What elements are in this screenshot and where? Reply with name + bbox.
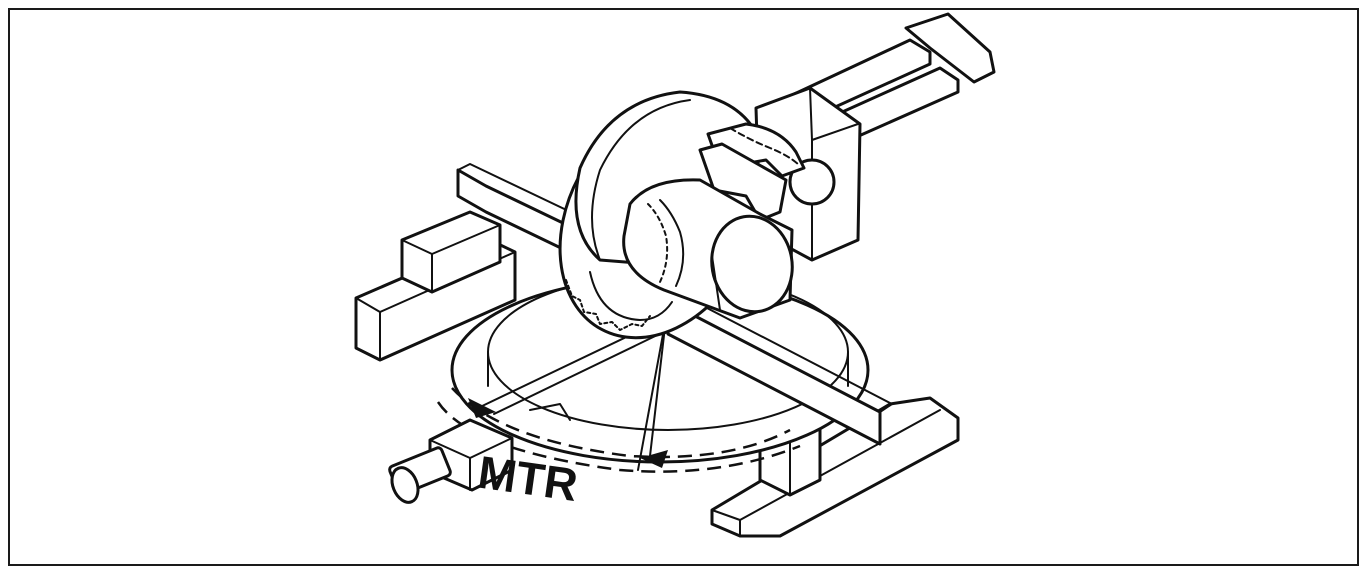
miter-indicator-arrows — [468, 398, 668, 468]
pivot-housing — [754, 86, 862, 262]
left-base-extension — [354, 210, 517, 362]
figure-frame — [8, 8, 1359, 566]
mtr-callout-label: MTR — [475, 446, 581, 511]
motor-housing — [622, 178, 794, 320]
miter-scale-arc — [436, 387, 801, 473]
miter-lock-knob — [388, 418, 514, 504]
